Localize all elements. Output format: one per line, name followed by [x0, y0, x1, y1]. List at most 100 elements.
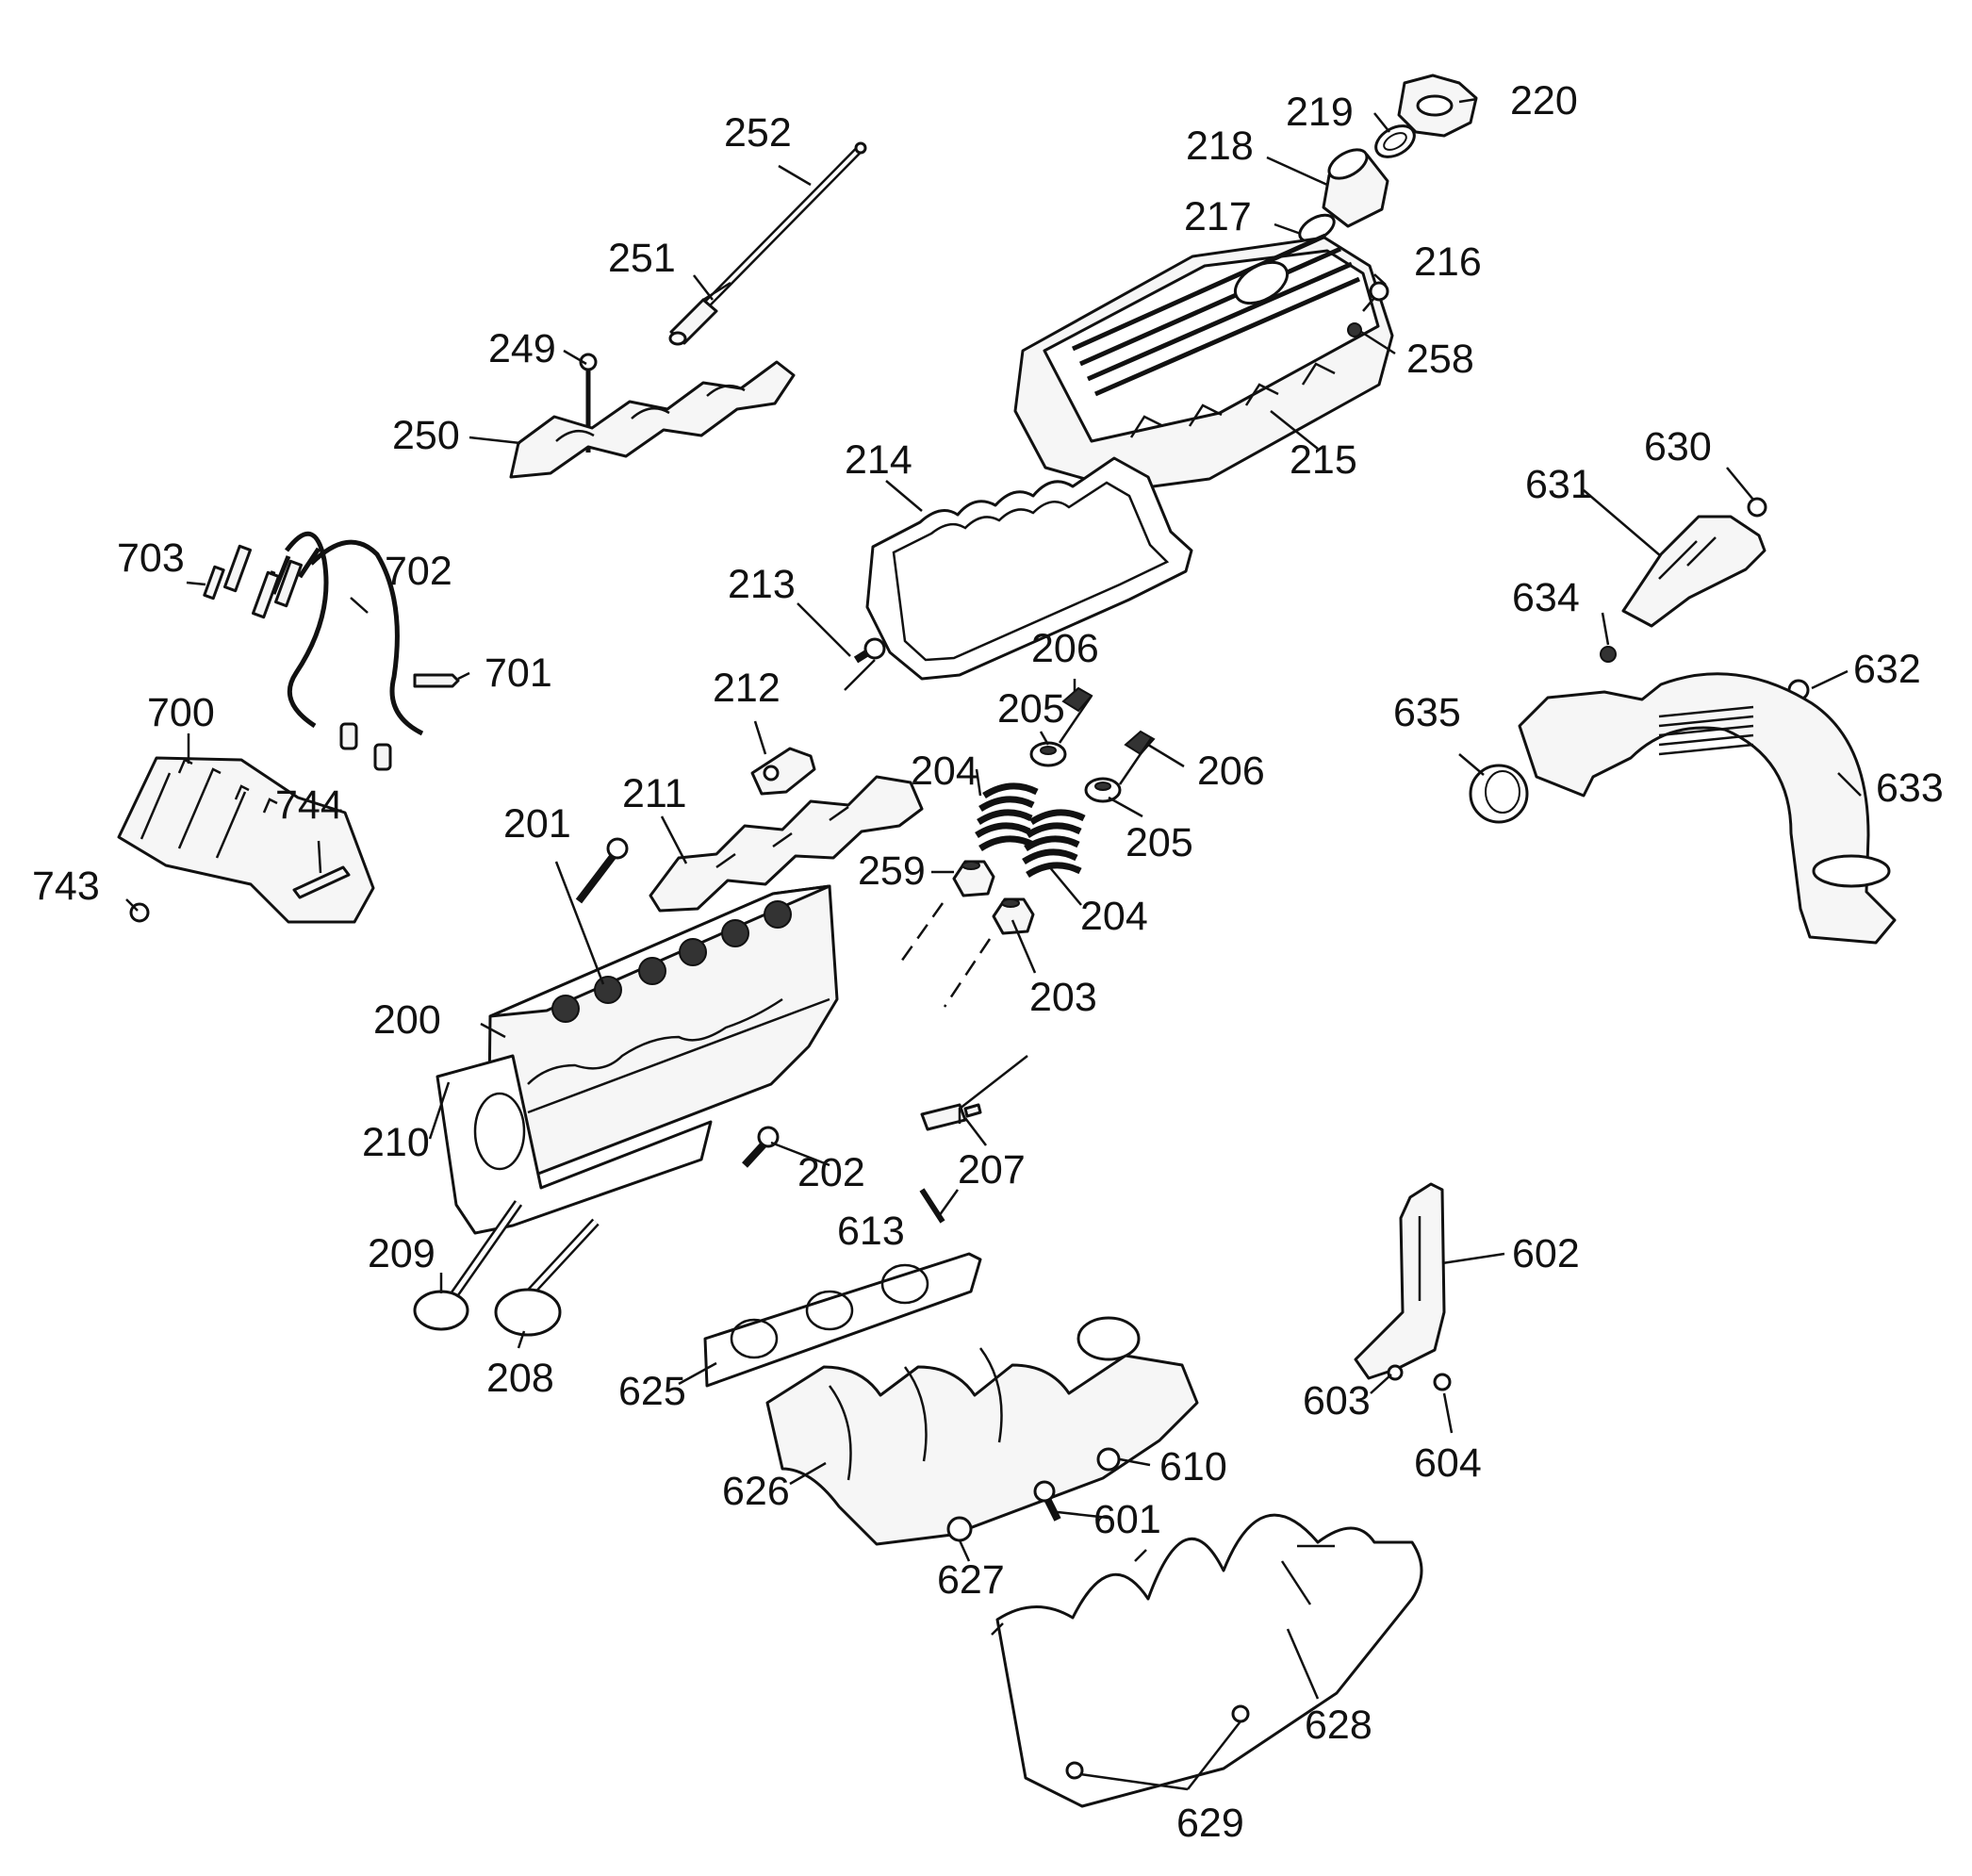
retainer-205b [1084, 777, 1122, 803]
valve-seal-203 [992, 897, 1035, 935]
clip-629b [1231, 1704, 1250, 1723]
o-ring-219 [1374, 124, 1416, 158]
callout-634: 634 [1512, 575, 1580, 620]
callout-744: 744 [275, 782, 343, 828]
valve-spring-204a [975, 782, 1039, 852]
valve-keys-206b [1124, 730, 1156, 756]
bolt-634 [1600, 646, 1617, 663]
stud-613 [919, 1188, 945, 1224]
bolt-603 [1387, 1364, 1404, 1381]
callout-214: 214 [845, 437, 912, 483]
head-gasket-210 [435, 1054, 713, 1235]
callout-218: 218 [1186, 123, 1254, 169]
callout-216: 216 [1414, 239, 1482, 285]
callout-630: 630 [1644, 424, 1712, 469]
callout-627: 627 [937, 1557, 1005, 1603]
spark-plug-207 [920, 1103, 982, 1131]
callout-207: 207 [958, 1147, 1026, 1193]
bolt-610 [1096, 1447, 1121, 1472]
callout-631: 631 [1525, 462, 1593, 507]
fill-tube-218 [1322, 148, 1389, 228]
bolt-601 [1033, 1480, 1061, 1522]
callout-204a: 204 [911, 749, 978, 794]
wire-boot-703 [203, 565, 225, 601]
crossover-pipe-633 [1518, 672, 1897, 945]
callout-202: 202 [797, 1150, 865, 1195]
grommet-258 [1347, 322, 1362, 337]
callout-625: 625 [618, 1369, 686, 1414]
heat-shield-631 [1621, 515, 1767, 628]
callout-251: 251 [608, 236, 676, 281]
callout-633: 633 [1876, 765, 1944, 811]
valve-keys-206a [1061, 686, 1093, 713]
callout-702: 702 [385, 549, 452, 594]
callout-635: 635 [1393, 690, 1461, 735]
valve-seal-259 [952, 860, 995, 897]
callout-217: 217 [1184, 194, 1252, 239]
clip-701 [413, 673, 460, 688]
cylinder-head-200 [486, 884, 839, 1180]
nut-630 [1747, 497, 1767, 518]
callout-701: 701 [485, 650, 552, 696]
callout-258: 258 [1406, 337, 1474, 382]
callout-700: 700 [147, 690, 215, 735]
callout-205b: 205 [1126, 820, 1193, 865]
oil-fill-cap-220 [1397, 74, 1478, 138]
callout-252: 252 [724, 110, 792, 156]
bolt-744 [292, 865, 351, 899]
callout-249: 249 [488, 326, 556, 371]
exhaust-manifold-626 [765, 1316, 1199, 1546]
callout-215: 215 [1290, 437, 1357, 483]
callout-220: 220 [1510, 78, 1578, 123]
callout-629: 629 [1176, 1801, 1244, 1846]
exhaust-manifold-gasket-625 [703, 1252, 982, 1388]
rocker-support-211 [649, 775, 924, 913]
callout-604: 604 [1414, 1440, 1482, 1486]
callout-219: 219 [1286, 90, 1354, 135]
bolt-627 [946, 1516, 973, 1542]
callout-603: 603 [1303, 1378, 1371, 1423]
callout-204b: 204 [1080, 894, 1148, 939]
heat-shield-628 [995, 1513, 1423, 1808]
callout-210: 210 [362, 1120, 430, 1165]
leader-lines [125, 97, 1862, 1791]
callout-labels: 252 251 249 250 220 219 218 217 216 258 … [32, 78, 1944, 1846]
gasket-635 [1469, 764, 1529, 824]
valve-cover-gasket-214 [865, 456, 1193, 681]
callout-743: 743 [32, 864, 100, 909]
callout-626: 626 [722, 1469, 790, 1514]
valve-spring-204b [1022, 809, 1086, 879]
coil-bracket-700 [117, 756, 375, 924]
callout-211: 211 [622, 771, 687, 816]
callout-602: 602 [1512, 1231, 1580, 1276]
head-bolt-202 [742, 1126, 780, 1168]
callout-205a: 205 [997, 686, 1065, 732]
bracket-602 [1354, 1182, 1446, 1380]
callout-610: 610 [1159, 1444, 1227, 1489]
callout-203: 203 [1029, 975, 1097, 1020]
rocker-bar-250 [509, 353, 796, 479]
callout-208: 208 [486, 1356, 554, 1401]
retainer-205a [1029, 741, 1067, 767]
callout-206a: 206 [1031, 626, 1099, 671]
intake-valve-208 [494, 1218, 600, 1337]
callout-209: 209 [368, 1231, 435, 1276]
callout-250: 250 [392, 413, 460, 458]
callout-259: 259 [858, 848, 926, 894]
callout-703: 703 [117, 535, 185, 581]
clip-629a [1065, 1761, 1084, 1780]
exhaust-valve-209 [413, 1200, 523, 1331]
callout-212: 212 [713, 666, 781, 711]
pushrod-252 [680, 141, 867, 332]
callout-200: 200 [373, 997, 441, 1043]
lifter-251 [668, 281, 731, 346]
callout-628: 628 [1305, 1703, 1372, 1748]
ignition-wires-702 [222, 531, 424, 771]
bolt-216 [1362, 281, 1389, 312]
callout-213: 213 [728, 562, 796, 607]
bolt-604 [1433, 1373, 1452, 1391]
head-bolt-201 [575, 837, 629, 904]
callout-206b: 206 [1197, 749, 1265, 794]
callout-601: 601 [1093, 1497, 1161, 1542]
